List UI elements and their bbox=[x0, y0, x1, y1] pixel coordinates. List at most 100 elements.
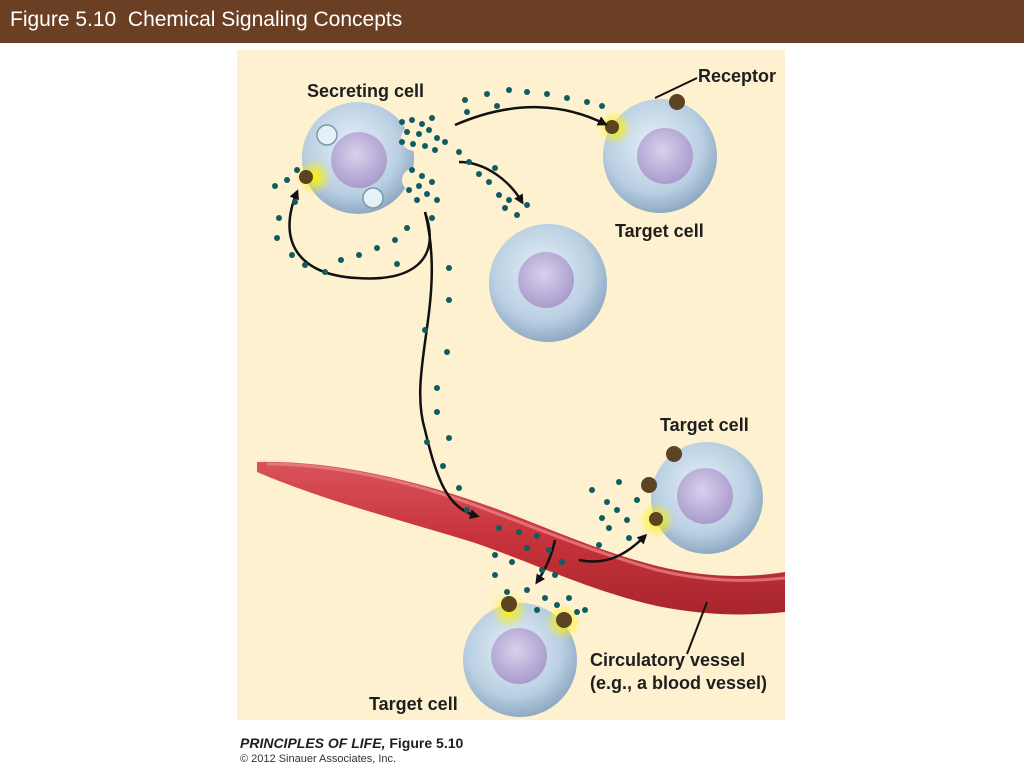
signal-molecule-dot bbox=[494, 103, 500, 109]
credit-book-figure: PRINCIPLES OF LIFE, Figure 5.10 bbox=[240, 735, 463, 751]
vessel-pointer bbox=[686, 601, 708, 655]
signal-molecule-dot bbox=[429, 179, 435, 185]
signal-molecule-dot bbox=[492, 572, 498, 578]
signal-molecule-dot bbox=[289, 252, 295, 258]
signal-molecule-dot bbox=[444, 349, 450, 355]
signal-molecules bbox=[272, 87, 640, 615]
signal-molecule-dot bbox=[416, 183, 422, 189]
signal-molecule-dot bbox=[504, 589, 510, 595]
signal-molecule-dot bbox=[466, 159, 472, 165]
signal-molecule-dot bbox=[552, 572, 558, 578]
signal-molecule-dot bbox=[410, 141, 416, 147]
signal-molecule-dot bbox=[462, 97, 468, 103]
signal-molecule-dot bbox=[414, 197, 420, 203]
signal-molecule-dot bbox=[440, 463, 446, 469]
signal-molecule-dot bbox=[399, 139, 405, 145]
signal-molecule-dot bbox=[294, 167, 300, 173]
signal-molecule-dot bbox=[516, 529, 522, 535]
label-vessel-line2: (e.g., a blood vessel) bbox=[590, 673, 768, 693]
signal-molecule-dot bbox=[606, 525, 612, 531]
signal-molecule-dot bbox=[634, 497, 640, 503]
label-receptor: Receptor bbox=[698, 66, 777, 86]
signal-molecule-dot bbox=[424, 439, 430, 445]
signal-molecule-dot bbox=[338, 257, 344, 263]
signaling-diagram bbox=[257, 77, 785, 717]
signal-molecule-dot bbox=[492, 552, 498, 558]
signal-molecule-dot bbox=[446, 297, 452, 303]
signal-molecule-dot bbox=[506, 87, 512, 93]
slide-title: Figure 5.10 Chemical Signaling Concepts bbox=[10, 8, 403, 31]
signal-molecule-dot bbox=[514, 212, 520, 218]
signal-molecule-dot bbox=[284, 177, 290, 183]
secreting-cell bbox=[296, 102, 429, 214]
signal-molecule-dot bbox=[524, 587, 530, 593]
signal-molecule-dot bbox=[564, 95, 570, 101]
signal-molecule-dot bbox=[566, 595, 572, 601]
title-bar: Figure 5.10 Chemical Signaling Concepts bbox=[0, 0, 1024, 43]
signal-molecule-dot bbox=[302, 262, 308, 268]
signal-molecule-dot bbox=[476, 171, 482, 177]
label-target-cell-top: Target cell bbox=[615, 221, 704, 241]
vessel-highlight bbox=[266, 462, 785, 582]
signal-molecule-dot bbox=[276, 215, 282, 221]
credit-copyright: © 2012 Sinauer Associates, Inc. bbox=[240, 753, 397, 765]
signal-molecule-dot bbox=[596, 542, 602, 548]
signal-molecule-dot bbox=[424, 191, 430, 197]
signal-molecule-dot bbox=[416, 131, 422, 137]
signal-molecule-dot bbox=[374, 245, 380, 251]
signal-molecule-dot bbox=[534, 533, 540, 539]
signal-molecule-dot bbox=[486, 179, 492, 185]
signal-molecule-dot bbox=[404, 225, 410, 231]
signal-molecule-dot bbox=[546, 547, 552, 553]
signal-molecule-dot bbox=[492, 165, 498, 171]
signal-molecule-dot bbox=[599, 515, 605, 521]
signal-molecule-dot bbox=[574, 609, 580, 615]
signal-molecule-dot bbox=[599, 103, 605, 109]
label-secreting-cell: Secreting cell bbox=[307, 81, 425, 101]
credit-figure: Figure 5.10 bbox=[385, 735, 464, 751]
signal-molecule-dot bbox=[524, 202, 530, 208]
signal-molecule-dot bbox=[422, 327, 428, 333]
signal-molecule-dot bbox=[616, 479, 622, 485]
signal-molecule-dot bbox=[554, 602, 560, 608]
signal-molecule-dot bbox=[604, 499, 610, 505]
signal-molecule-dot bbox=[434, 135, 440, 141]
label-target-cell-right: Target cell bbox=[660, 415, 749, 435]
signal-molecule-dot bbox=[624, 517, 630, 523]
secreting-cell-receptor bbox=[299, 170, 313, 184]
signal-molecule-dot bbox=[392, 237, 398, 243]
signal-molecule-dot bbox=[584, 99, 590, 105]
signal-molecule-dot bbox=[429, 115, 435, 121]
signal-molecule-dot bbox=[524, 89, 530, 95]
signal-molecule-dot bbox=[356, 252, 362, 258]
signal-molecule-dot bbox=[446, 265, 452, 271]
signal-molecule-dot bbox=[272, 183, 278, 189]
signal-molecule-dot bbox=[524, 545, 530, 551]
signal-molecule-dot bbox=[559, 559, 565, 565]
signal-molecule-dot bbox=[496, 525, 502, 531]
signal-molecule-dot bbox=[464, 109, 470, 115]
signal-molecule-dot bbox=[432, 147, 438, 153]
target-cell-bottom bbox=[463, 592, 581, 717]
signal-molecule-dot bbox=[409, 167, 415, 173]
signal-molecule-dot bbox=[434, 197, 440, 203]
signal-molecule-dot bbox=[419, 121, 425, 127]
signal-molecule-dot bbox=[542, 595, 548, 601]
signal-molecule-dot bbox=[322, 269, 328, 275]
figure-panel: Secreting cell Receptor Target cell Targ… bbox=[237, 50, 785, 720]
signal-molecule-dot bbox=[506, 197, 512, 203]
signal-molecule-dot bbox=[464, 507, 470, 513]
signal-molecule-dot bbox=[419, 173, 425, 179]
signal-molecule-dot bbox=[292, 199, 298, 205]
signal-molecule-dot bbox=[429, 215, 435, 221]
credit-book: PRINCIPLES OF LIFE, bbox=[240, 735, 386, 751]
circulatory-vessel bbox=[257, 461, 785, 615]
signal-molecule-dot bbox=[409, 117, 415, 123]
signal-molecule-dot bbox=[434, 409, 440, 415]
signal-molecule-dot bbox=[406, 187, 412, 193]
signal-molecule-dot bbox=[614, 507, 620, 513]
signal-molecule-dot bbox=[394, 261, 400, 267]
target-cell-right bbox=[639, 442, 763, 554]
signal-molecule-dot bbox=[426, 127, 432, 133]
signal-molecule-dot bbox=[484, 91, 490, 97]
